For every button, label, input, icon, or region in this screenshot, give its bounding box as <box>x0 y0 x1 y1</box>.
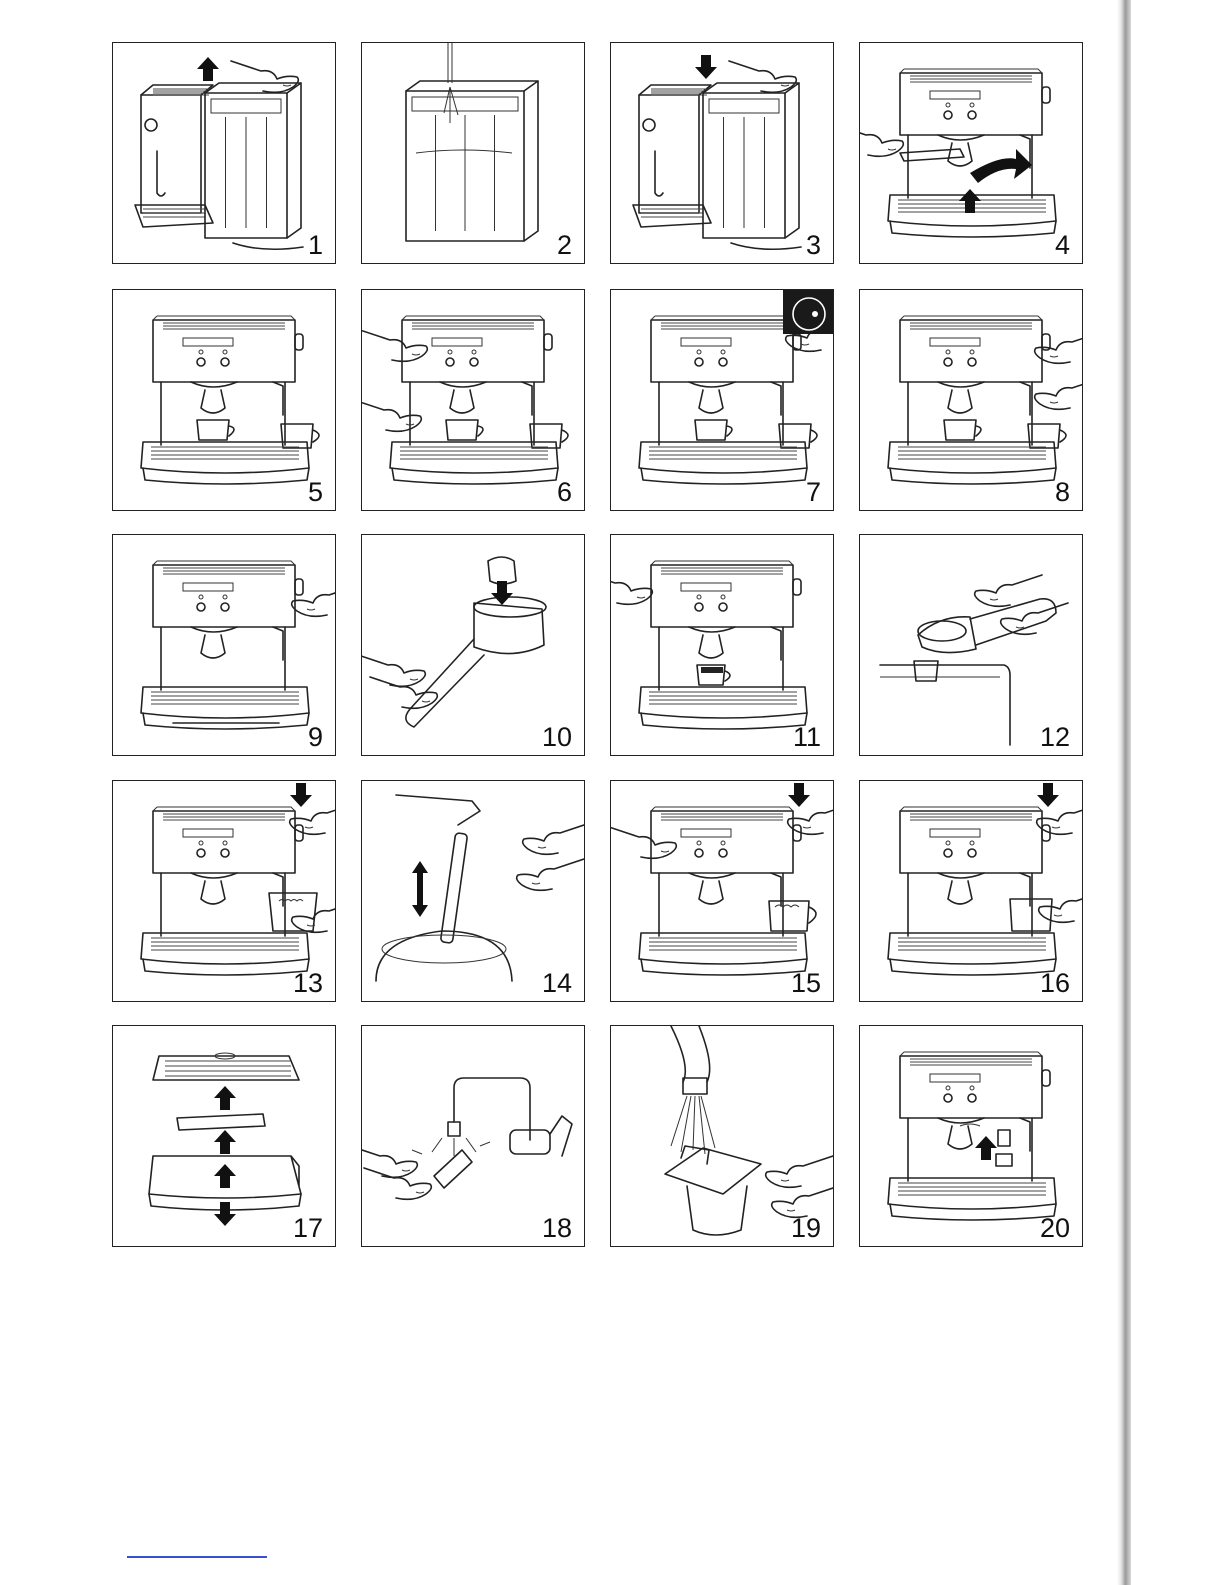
figure-number: 19 <box>791 1215 821 1242</box>
figure-number: 8 <box>1055 479 1070 506</box>
figure-number: 16 <box>1040 970 1070 997</box>
figure-panel: 7 <box>610 289 834 511</box>
figure-number: 5 <box>308 479 323 506</box>
figure-number: 12 <box>1040 724 1070 751</box>
figure-number: 2 <box>557 232 572 259</box>
figure-panel: 13 <box>112 780 336 1002</box>
figure-panel: 9 <box>112 534 336 756</box>
figure-panel: 11 <box>610 534 834 756</box>
figure-number: 7 <box>806 479 821 506</box>
figure-number: 20 <box>1040 1215 1070 1242</box>
figure-number: 1 <box>308 232 323 259</box>
page-edge <box>1117 0 1131 1585</box>
figure-number: 10 <box>542 724 572 751</box>
figure-panel: 8 <box>859 289 1083 511</box>
figure-panel: 6 <box>361 289 585 511</box>
figure-panel: 12 <box>859 534 1083 756</box>
figure-panel: 15 <box>610 780 834 1002</box>
figure-panel: 5 <box>112 289 336 511</box>
figure-number: 11 <box>793 724 821 751</box>
figure-number: 17 <box>293 1215 323 1242</box>
footer-rule <box>127 1556 267 1558</box>
figure-panel: 1 <box>112 42 336 264</box>
figure-panel: 14 <box>361 780 585 1002</box>
figure-panel: 18 <box>361 1025 585 1247</box>
figure-panel: 4 <box>859 42 1083 264</box>
figure-number: 6 <box>557 479 572 506</box>
figure-panel: 17 <box>112 1025 336 1247</box>
figure-panel: 2 <box>361 42 585 264</box>
figure-number: 3 <box>806 232 821 259</box>
figure-number: 9 <box>308 724 323 751</box>
figure-number: 13 <box>293 970 323 997</box>
figure-panel: 3 <box>610 42 834 264</box>
figure-panel: 10 <box>361 534 585 756</box>
figure-number: 15 <box>791 970 821 997</box>
figure-panel: 16 <box>859 780 1083 1002</box>
figure-number: 14 <box>542 970 572 997</box>
figure-number: 4 <box>1055 232 1070 259</box>
figure-panel: 19 <box>610 1025 834 1247</box>
figure-panel: 20 <box>859 1025 1083 1247</box>
figure-number: 18 <box>542 1215 572 1242</box>
